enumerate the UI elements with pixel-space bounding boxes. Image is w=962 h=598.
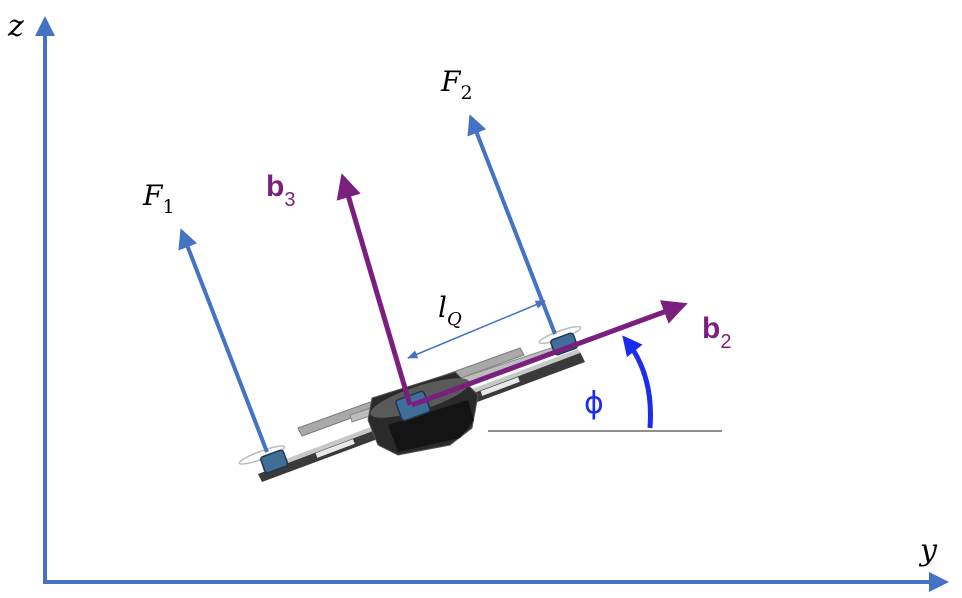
quadrotor-illustration (238, 325, 585, 482)
body-axis-b3-label: b3 (266, 170, 295, 211)
roll-angle: ϕ (584, 335, 653, 429)
force-f2-arrow (467, 114, 557, 335)
body-axis-b3-arrow (336, 173, 413, 406)
y-axis-label: y (918, 533, 938, 568)
arm-slot-right (480, 377, 520, 396)
force-f2-label: F2 (440, 65, 473, 104)
force-f1-arrow (178, 228, 269, 453)
inertial-axes: z y (7, 9, 949, 592)
roll-angle-label: ϕ (584, 386, 604, 421)
thrust-forces: F1 F2 (142, 65, 557, 453)
arm-length-arrow (407, 300, 546, 359)
arm-slot-left (315, 439, 355, 458)
central-body-battery (388, 400, 474, 452)
roll-angle-arc (622, 335, 653, 429)
body-axes: b3 b2 (266, 170, 731, 408)
force-f1-label: F1 (142, 179, 175, 218)
arm-length-label: lQ (438, 291, 462, 330)
motor-left (238, 445, 289, 474)
body-axis-b2-label: b2 (702, 312, 731, 353)
body-axis-b2-arrow (411, 300, 688, 408)
arm-length-dimension: lQ (407, 291, 546, 359)
z-axis-label: z (7, 9, 24, 44)
